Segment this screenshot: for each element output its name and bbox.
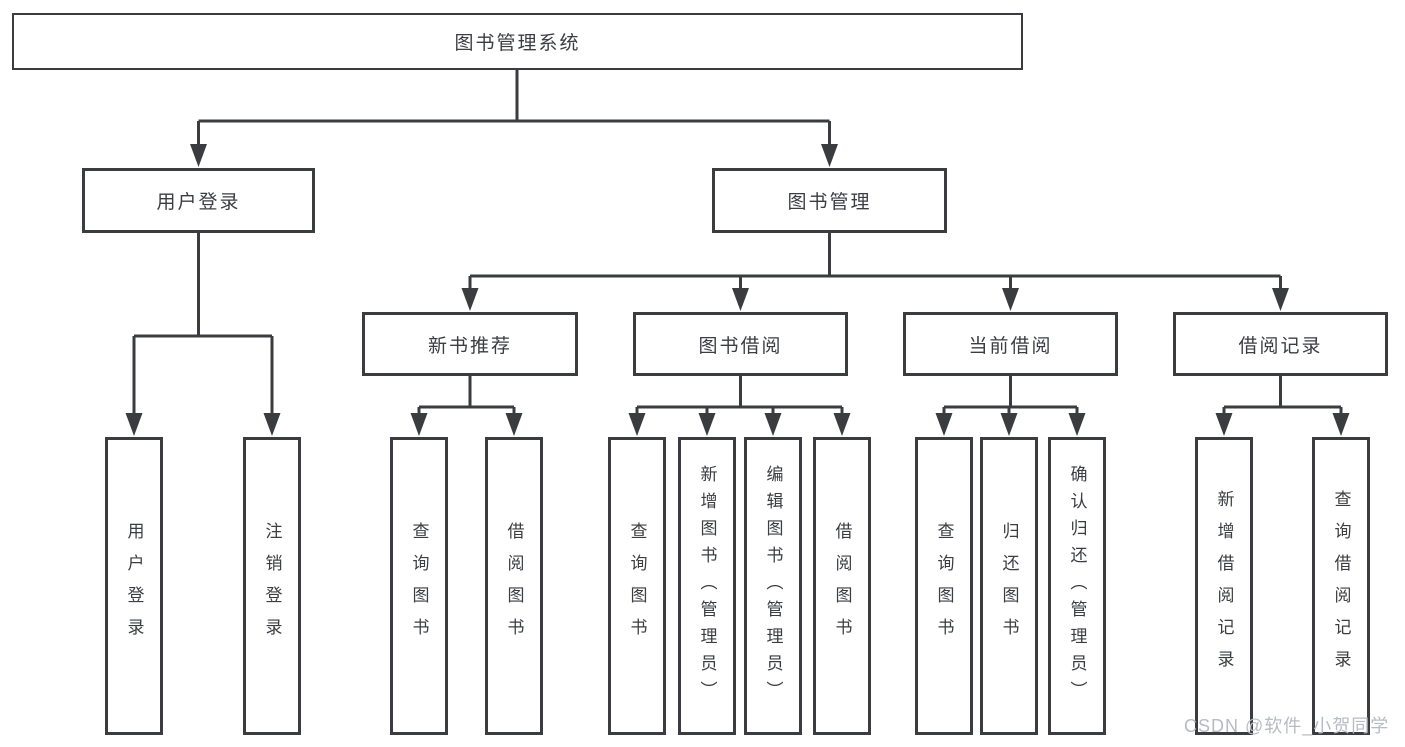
leaf-return-books-label: 归还图书 [999,522,1019,650]
node-new-book-recommend-label: 新书推荐 [427,335,512,357]
node-book-borrow: 图书借阅 [633,312,848,376]
leaf-borrow-books-recommend-label: 借阅图书 [504,522,524,650]
node-book-borrow-label: 图书借阅 [698,335,783,357]
arrowhead [125,413,143,436]
arrowhead [263,413,281,436]
arrowhead [628,413,646,436]
leaf-edit-book-admin-label: 编辑图书（管理员） [763,464,783,708]
node-root-label: 图书管理系统 [454,33,581,54]
connector-borrow-records-to-leaves [1222,376,1343,417]
leaf-logout: 注销登录 [243,437,301,735]
arrowhead [1000,413,1018,436]
node-user-login: 用户登录 [82,168,315,233]
node-user-login-label: 用户登录 [156,192,241,213]
node-borrow-records: 借阅记录 [1173,312,1388,376]
arrowhead [821,144,838,167]
arrowhead [764,413,782,436]
leaf-query-books-borrow-label: 查询图书 [627,522,647,650]
leaf-user-login: 用户登录 [105,437,163,735]
arrowhead [732,288,749,311]
arrowhead [190,144,207,167]
leaf-query-borrow-record-label: 查询借阅记录 [1331,490,1351,682]
connector-book-management-to-groups [468,233,1282,292]
connector-root-to-branches [197,69,831,148]
leaf-query-books-current-label: 查询图书 [934,522,954,650]
leaf-add-borrow-record: 新增借阅记录 [1195,437,1253,735]
leaf-borrow-books-recommend: 借阅图书 [485,437,543,735]
leaf-confirm-return-admin: 确认归还（管理员） [1048,437,1106,735]
node-current-borrow-label: 当前借阅 [968,335,1053,357]
node-new-book-recommend: 新书推荐 [362,312,578,376]
node-borrow-records-label: 借阅记录 [1238,335,1323,357]
connector-current-borrow-to-leaves [942,376,1079,417]
leaf-query-books-current: 查询图书 [915,437,973,735]
node-book-management-label: 图书管理 [787,192,872,213]
leaf-query-books-recommend-label: 查询图书 [409,522,429,650]
leaf-add-borrow-record-label: 新增借阅记录 [1214,490,1234,682]
arrowhead [1272,288,1289,311]
arrowhead [698,413,716,436]
leaf-edit-book-admin: 编辑图书（管理员） [744,437,802,735]
connector-book-borrow-to-leaves [635,376,844,417]
arrowhead [1002,288,1019,311]
node-root: 图书管理系统 [12,13,1023,70]
arrowhead [461,288,479,311]
node-current-borrow: 当前借阅 [903,312,1118,376]
arrowhead [935,413,953,436]
arrowhead [410,413,428,436]
arrowhead [1332,413,1350,436]
node-book-management: 图书管理 [712,168,947,233]
connector-user-login-to-leaves [132,233,274,417]
leaf-query-books-recommend: 查询图书 [390,437,448,735]
leaf-add-book-admin-label: 新增图书（管理员） [697,464,717,708]
leaf-borrow-books-label: 借阅图书 [832,522,852,650]
leaf-confirm-return-admin-label: 确认归还（管理员） [1067,464,1087,708]
arrowhead [1215,413,1233,436]
leaf-return-books: 归还图书 [980,437,1038,735]
watermark: CSDN @软件_小贺同学 [1184,716,1390,736]
arrowhead [833,413,851,436]
leaf-query-borrow-record: 查询借阅记录 [1312,437,1370,735]
leaf-borrow-books: 借阅图书 [813,437,871,735]
leaf-add-book-admin: 新增图书（管理员） [678,437,736,735]
leaf-query-books-borrow: 查询图书 [608,437,666,735]
leaf-logout-label: 注销登录 [262,522,282,650]
arrowhead [505,413,523,436]
leaf-user-login-label: 用户登录 [124,522,144,650]
connector-new-book-recommend-to-leaves [417,376,516,417]
arrowhead [1068,413,1086,436]
